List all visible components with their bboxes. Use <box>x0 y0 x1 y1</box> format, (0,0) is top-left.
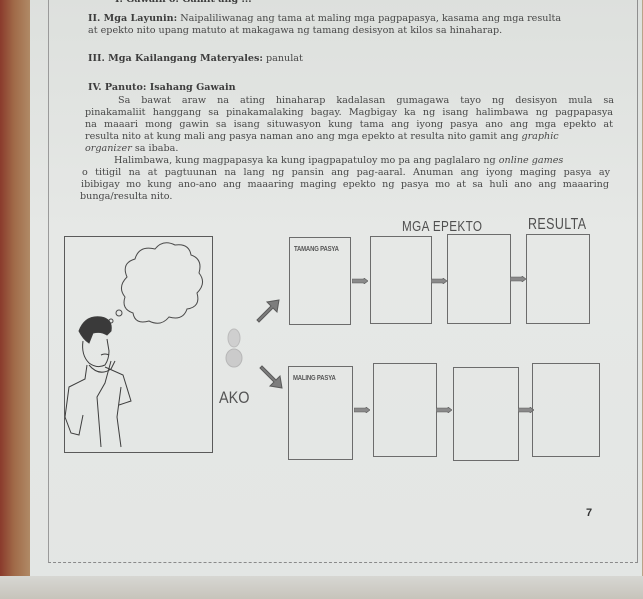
arrow-down-right-icon <box>259 365 283 389</box>
para1-line-2: pinakamaliit hanggang sa pinakamalaking … <box>85 107 613 118</box>
arrow-right-icon <box>510 276 526 282</box>
materials-value: panulat <box>265 53 303 64</box>
objectives-label: II. Mga Layunin: <box>88 13 178 24</box>
page-number: 7 <box>586 507 593 519</box>
para2-line-3: ibibigay mo kung ano-ano ang maaaring ma… <box>81 179 609 190</box>
para2-line-4: bunga/resulta nito. <box>80 191 173 202</box>
para2-line-1: Halimbawa, kung magpapasya ka kung ipagp… <box>114 155 563 167</box>
instructions-heading: IV. Panuto: Isahang Gawain <box>88 82 236 93</box>
para1-line-1: Sa bawat araw na ating hinaharap kadalas… <box>118 95 614 106</box>
arrow-right-icon <box>352 278 368 284</box>
result-header: RESULTA <box>528 216 587 233</box>
para1-line-5: organizer sa ibaba. <box>85 143 178 155</box>
right-effect-box-2[interactable] <box>447 234 511 324</box>
thought-bubble-icon <box>104 242 203 329</box>
objectives-text-1: Naipaliliwanag ang tama at maling mga pa… <box>180 13 562 24</box>
arrow-right-icon <box>431 278 447 284</box>
materials-line: III. Mga Kailangang Materyales: panulat <box>88 53 303 65</box>
materials-label: III. Mga Kailangang Materyales: <box>88 53 263 64</box>
wrong-decision-label: MALING PASYA <box>293 375 336 382</box>
partial-heading: I. Gawain o: Gamit ang ... <box>115 0 252 6</box>
wrong-decision-box[interactable]: MALING PASYA <box>288 366 353 460</box>
ako-label: AKO <box>219 388 250 407</box>
right-decision-box[interactable]: TAMANG PASYA <box>289 237 351 325</box>
para2-line-2: o titigil na at pagtuunan na lang ng pan… <box>82 167 610 178</box>
arrow-right-icon <box>436 407 452 413</box>
italic-online-games: online games <box>498 155 564 166</box>
wrong-effect-box-2[interactable] <box>453 367 519 461</box>
thinking-person-illustration <box>65 242 203 448</box>
right-decision-label: TAMANG PASYA <box>294 246 339 253</box>
objectives-line-1: II. Mga Layunin: Naipaliliwanag ang tama… <box>88 13 561 25</box>
arrow-up-right-icon <box>256 299 280 323</box>
italic-organizer: organizer <box>85 143 132 154</box>
page-border <box>48 0 638 563</box>
italic-graphic: graphic <box>521 131 559 142</box>
effects-header: MGA EPEKTO <box>402 218 483 235</box>
objectives-line-2: at epekto nito upang matuto at makagawa … <box>88 25 503 36</box>
para1-line-4-text: resulta nito at kung mali ang pasya nama… <box>85 131 519 142</box>
para1-line-4: resulta nito at kung mali ang pasya nama… <box>85 131 559 143</box>
page-bottom-edge <box>0 576 643 599</box>
para2-line-1-text: Halimbawa, kung magpapasya ka kung ipagp… <box>114 155 499 166</box>
para1-line-3: na maaari mong gawin sa isang situwasyon… <box>85 119 613 130</box>
para1-line-5-rest: sa ibaba. <box>131 143 179 154</box>
wrong-effect-box-1[interactable] <box>373 363 437 457</box>
thinking-person-box <box>64 236 213 453</box>
arrow-right-icon <box>354 407 370 413</box>
wrong-result-box[interactable] <box>532 363 600 457</box>
right-result-box[interactable] <box>526 234 590 324</box>
right-effect-box-1[interactable] <box>370 236 432 324</box>
worksheet-page <box>30 0 642 596</box>
brain-icon <box>225 328 243 368</box>
person-icon <box>65 316 132 448</box>
